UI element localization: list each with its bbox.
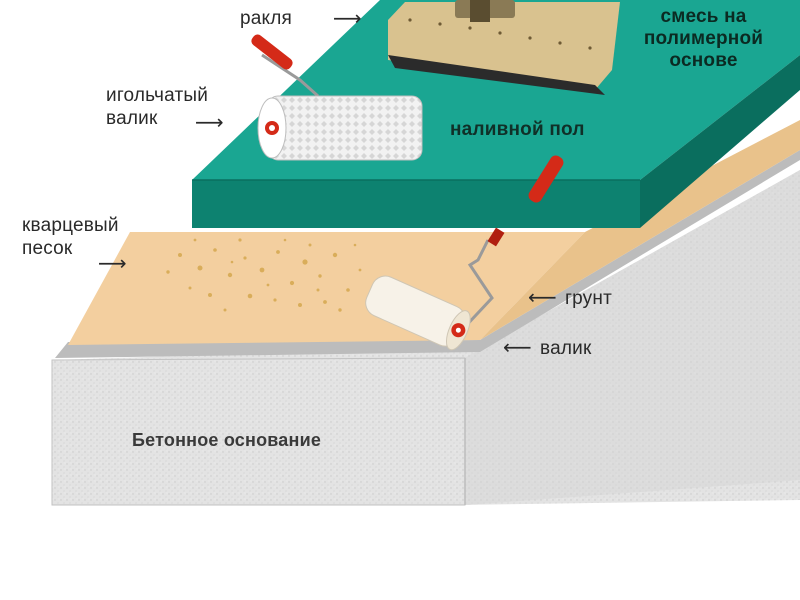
roller-label: валик [540, 338, 592, 359]
mixture-label-line-3: основе [669, 50, 738, 71]
self-leveling-floor-label: наливной пол [450, 119, 585, 140]
concrete-base [51, 170, 800, 506]
arrow-right-icon: ⟶ [98, 253, 127, 275]
arrow-right-icon: ⟶ [333, 8, 362, 30]
needle-roller-label-line-1: игольчатый [106, 85, 209, 106]
quartz-sand-label-line-1: кварцевый [22, 215, 119, 236]
primer-label: грунт [565, 288, 612, 309]
mixture-label: смесь на полимерной основе [616, 6, 791, 72]
arrow-left-icon: ⟵ [503, 337, 532, 359]
needle-roller-label-line-2: валик [106, 108, 158, 129]
concrete-base-label: Бетонное основание [132, 430, 322, 450]
mixture-label-line-2: полимерной [643, 28, 764, 49]
paint-roller [365, 155, 564, 351]
squeegee-label: ракля [240, 8, 293, 29]
needle-roller-label: игольчатый валик [106, 84, 208, 130]
quartz-sand-label-line-2: песок [22, 238, 73, 259]
quartz-sand-label: кварцевый песок [22, 214, 119, 260]
arrow-right-icon: ⟶ [195, 112, 224, 134]
needle-roller [251, 34, 423, 161]
mixture-label-line-1: смесь на [660, 6, 747, 27]
squeegee-rakla [388, 0, 620, 95]
arrow-left-icon: ⟵ [528, 287, 557, 309]
